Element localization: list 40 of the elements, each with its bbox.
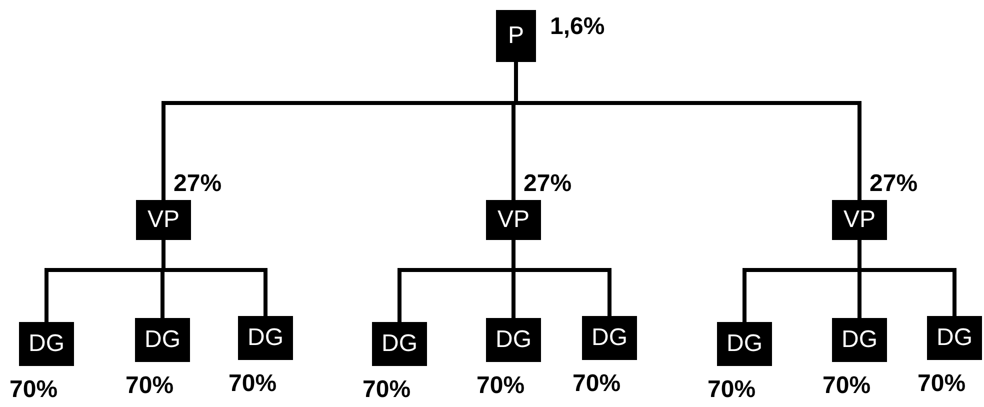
- percentage-label: 70%: [228, 372, 277, 396]
- position-box: [486, 318, 541, 362]
- position-label: DG: [382, 332, 418, 356]
- percentage-label: 70%: [822, 374, 871, 398]
- position-label: DG: [842, 328, 878, 352]
- position-box: [135, 318, 190, 362]
- position-box: [238, 316, 293, 360]
- position-box: [136, 200, 191, 240]
- position-label: DG: [496, 328, 532, 352]
- position-label: DG: [144, 328, 180, 352]
- position-label: VP: [843, 208, 876, 232]
- position-label: VP: [497, 208, 530, 232]
- percentage-label: 70%: [572, 372, 621, 396]
- position-label: DG: [726, 332, 762, 356]
- position-label: VP: [147, 208, 180, 232]
- percentage-label: 70%: [476, 374, 525, 398]
- position-box: [832, 318, 887, 362]
- position-label: DG: [28, 332, 64, 356]
- position-box: [372, 322, 427, 366]
- connector-line: [514, 62, 862, 200]
- position-box: [832, 200, 887, 240]
- position-label: P: [508, 24, 524, 48]
- position-box: [496, 10, 536, 62]
- position-box: [582, 316, 637, 360]
- position-box: [486, 200, 541, 240]
- percentage-label: 70%: [708, 378, 756, 402]
- position-box: [927, 316, 982, 360]
- position-label: DG: [248, 326, 284, 350]
- percentage-label: 70%: [362, 378, 411, 402]
- percentage-label: 27%: [174, 172, 222, 196]
- position-box: [19, 322, 74, 366]
- position-label: DG: [592, 326, 628, 350]
- position-label: DG: [936, 326, 972, 350]
- percentage-label: 70%: [126, 374, 174, 398]
- percentage-label: 27%: [524, 172, 572, 196]
- position-box: [717, 322, 772, 366]
- percentage-label: 27%: [870, 172, 918, 196]
- percentage-label: 70%: [918, 372, 966, 396]
- percentage-label: 1,6%: [550, 15, 605, 39]
- percentage-label: 70%: [10, 378, 58, 402]
